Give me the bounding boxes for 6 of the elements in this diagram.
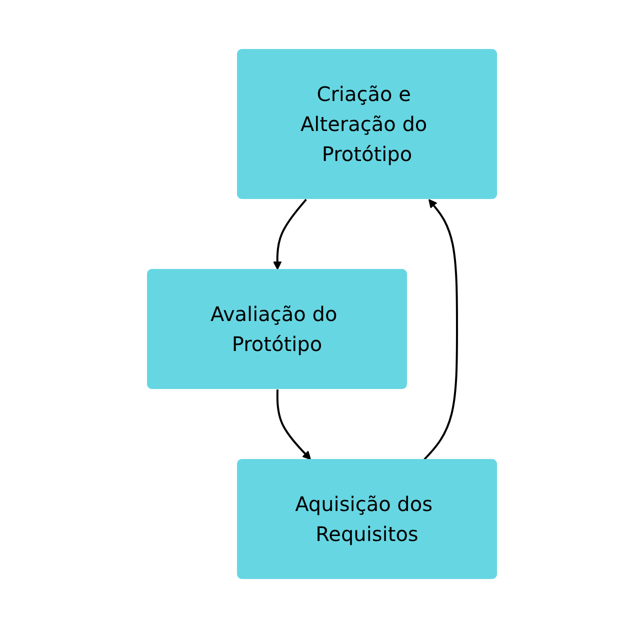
node-box: Avaliação do Protótipo: [147, 268, 407, 388]
node-box: Aquisição dos Requisitos: [237, 458, 497, 578]
arrow: [273, 198, 307, 270]
node-box: Criação e Alteração do Protótipo: [237, 48, 497, 198]
arrow: [424, 198, 458, 460]
arrow: [276, 388, 312, 460]
